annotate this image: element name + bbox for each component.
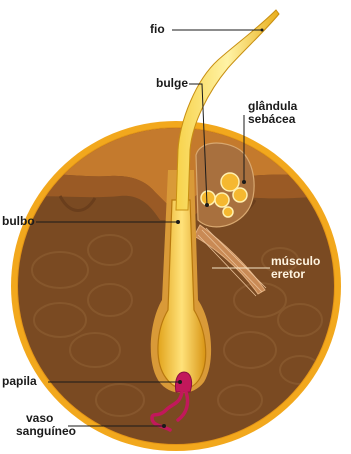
label-fio: fio: [150, 23, 165, 36]
label-papila: papila: [2, 375, 37, 388]
label-bulge: bulge: [156, 77, 188, 90]
label-vaso: vaso sanguíneo: [16, 412, 76, 438]
label-glandula-line2: sebácea: [248, 113, 297, 126]
label-musculo: músculo eretor: [271, 255, 320, 281]
label-bulbo: bulbo: [2, 215, 35, 228]
label-musculo-line2: eretor: [271, 268, 320, 281]
label-vaso-line2: sanguíneo: [16, 425, 76, 438]
label-glandula: glândula sebácea: [248, 100, 297, 126]
